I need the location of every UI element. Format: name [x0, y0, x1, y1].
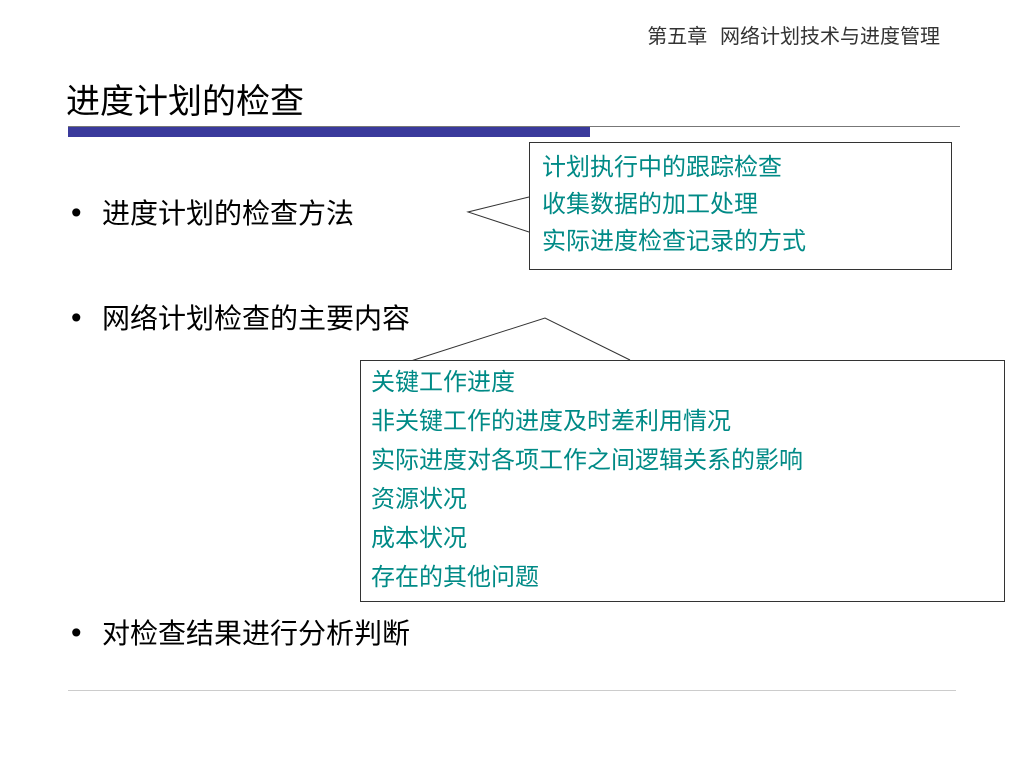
bullet-dot: • [68, 197, 85, 230]
callout-line: 资源状况 [371, 485, 467, 513]
bullet-text: 进度计划的检查方法 [102, 197, 355, 230]
chapter-header: 第五章 网络计划技术与进度管理 [647, 24, 940, 48]
bullet-text: 对检查结果进行分析判断 [102, 617, 411, 650]
bullet-dot: • [68, 617, 85, 650]
callout-line: 关键工作进度 [371, 368, 515, 396]
bullet-item: • 对检查结果进行分析判断 [68, 612, 410, 652]
bullet-text: 网络计划检查的主要内容 [102, 302, 411, 335]
bullet-item: • 网络计划检查的主要内容 [68, 297, 410, 337]
callout-line: 存在的其他问题 [371, 563, 539, 591]
callout-line: 非关键工作的进度及时差利用情况 [371, 407, 731, 435]
title-accent-bar [68, 126, 590, 137]
callout-line: 实际进度检查记录的方式 [542, 227, 806, 255]
slide-title: 进度计划的检查 [66, 82, 304, 122]
callout-box-methods: 计划执行中的跟踪检查 收集数据的加工处理 实际进度检查记录的方式 [529, 142, 952, 270]
footer-divider [68, 690, 956, 691]
callout-line: 收集数据的加工处理 [542, 190, 758, 218]
bullet-item: • 进度计划的检查方法 [68, 192, 354, 232]
callout-box-contents: 关键工作进度 非关键工作的进度及时差利用情况 实际进度对各项工作之间逻辑关系的影… [360, 360, 1005, 602]
title-divider [68, 126, 960, 127]
bullet-dot: • [68, 302, 85, 335]
callout-line: 成本状况 [371, 524, 467, 552]
callout-line: 计划执行中的跟踪检查 [542, 153, 782, 181]
callout-line: 实际进度对各项工作之间逻辑关系的影响 [371, 446, 803, 474]
